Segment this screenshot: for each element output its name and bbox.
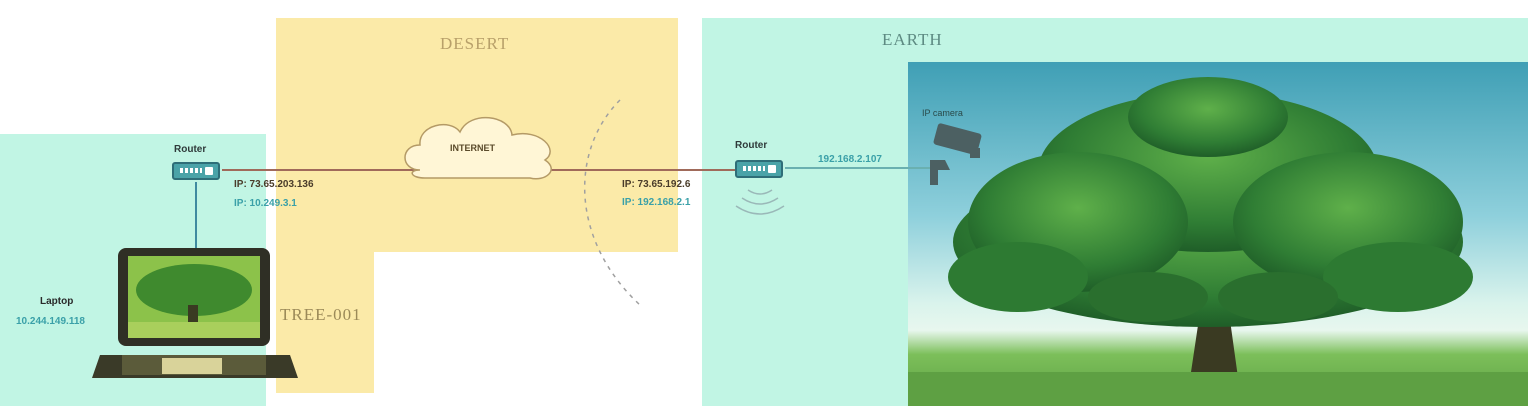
router-left-ip-private: IP: 10.249.3.1	[234, 198, 297, 209]
router-right-ip-private: IP: 192.168.2.1	[622, 197, 691, 208]
router-right-ip-public: IP: 73.65.192.6	[622, 179, 691, 190]
tree-photo	[908, 62, 1528, 406]
cloud-icon	[404, 117, 552, 180]
router-right-label: Router	[735, 140, 768, 151]
router-left-label: Router	[174, 144, 207, 155]
wifi-icon	[735, 189, 785, 215]
zone-label-desert: DESERT	[440, 34, 510, 53]
laptop-label: Laptop	[40, 296, 74, 307]
internet-label: INTERNET	[450, 143, 495, 153]
camera-label: IP camera	[922, 108, 963, 118]
laptop-icon	[92, 248, 298, 378]
ip-camera-icon	[930, 123, 982, 185]
laptop-ip: 10.244.149.118	[16, 316, 85, 327]
zone-label-earth: EARTH	[882, 30, 943, 49]
tree-icon	[908, 77, 1528, 406]
router-left-ip-public: IP: 73.65.203.136	[234, 179, 314, 190]
router-right-icon	[735, 160, 783, 178]
camera-ip: 192.168.2.107	[818, 154, 882, 165]
zone-label-tree: TREE-001	[280, 305, 362, 324]
router-left-icon	[172, 162, 220, 180]
